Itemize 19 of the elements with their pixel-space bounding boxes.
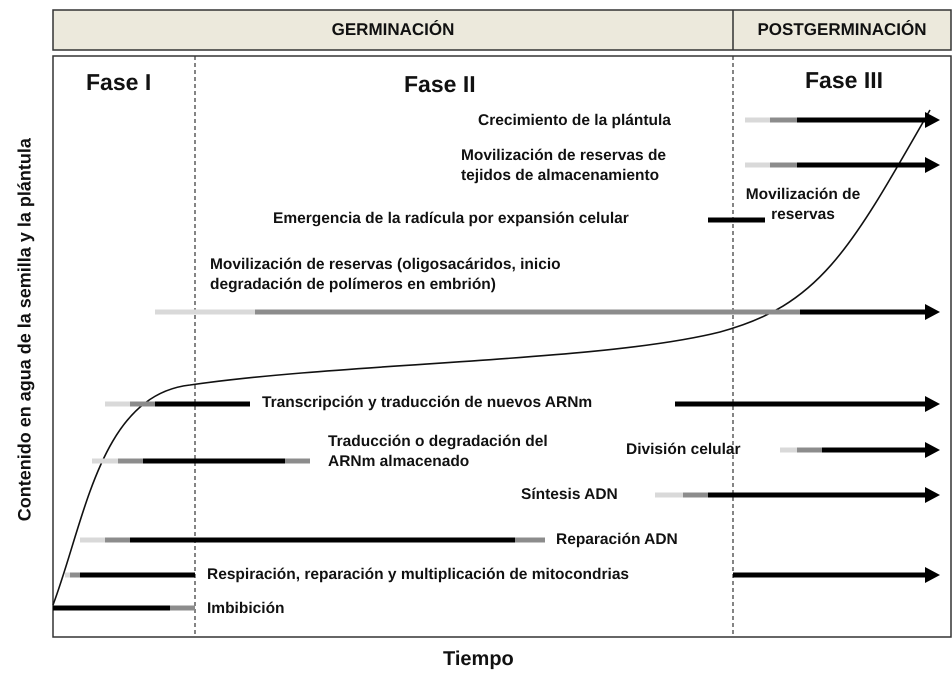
section-heading: GERMINACIÓN	[330, 19, 456, 41]
process-label: Crecimiento de la plántula	[478, 111, 671, 131]
process-label: Movilización de reservas de tejidos de almacenamiento	[461, 146, 668, 186]
process-label: Imbibición	[207, 599, 284, 619]
process-label: División celular	[626, 440, 741, 460]
axis-label: Tiempo	[443, 647, 514, 672]
process-label: Síntesis ADN	[521, 485, 618, 505]
process-label: Transcripción y traducción de nuevos ARNm	[262, 393, 592, 413]
phase-label: Fase I	[86, 68, 152, 97]
process-label: Movilización de reservas (oligosacáridos, inicio degradación de polímeros en embrión)	[210, 255, 562, 296]
phase-label: Fase II	[404, 70, 476, 99]
process-label: Movilización de reservas	[744, 185, 862, 226]
process-label: Traducción o degradación del ARNm almacenado	[328, 432, 549, 472]
section-heading: POSTGERMINACIÓN	[756, 19, 928, 41]
process-label: Emergencia de la radícula por expansión celular	[273, 209, 629, 229]
process-label: Reparación ADN	[556, 530, 678, 550]
process-label: Respiración, reparación y multiplicación de mitocondrias	[207, 565, 630, 585]
axis-label: Contenido en agua de la semilla y la plántula	[13, 137, 36, 524]
phase-label: Fase III	[805, 66, 883, 95]
